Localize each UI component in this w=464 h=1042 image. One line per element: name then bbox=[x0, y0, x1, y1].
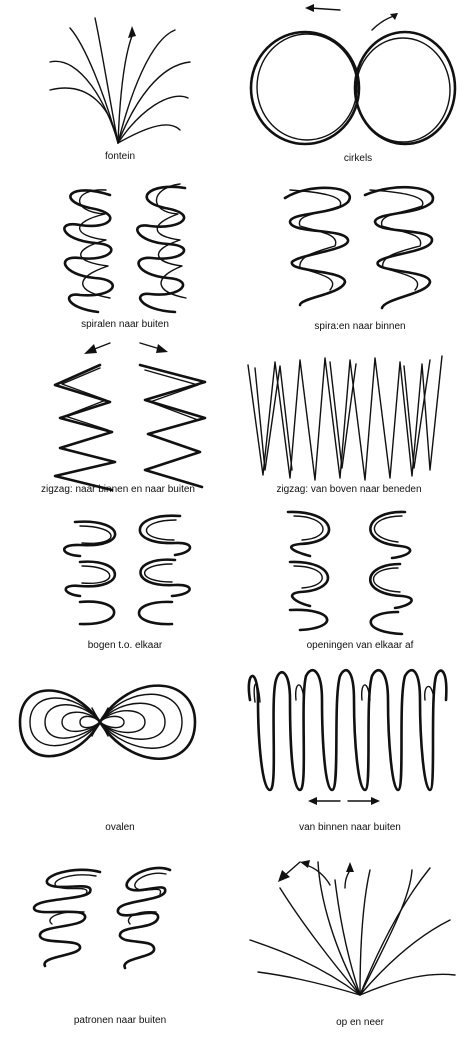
inside-out-pattern bbox=[249, 670, 446, 805]
arcs-facing-pattern bbox=[64, 516, 190, 624]
label-spiralen-naar-binnen: spira:en naar binnen bbox=[275, 321, 445, 333]
spirals-outward-pattern bbox=[64, 184, 186, 312]
openings-apart-pattern bbox=[288, 512, 412, 634]
label-zigzag-boven-beneden: zigzag: van boven naar beneden bbox=[236, 484, 462, 496]
zigzag-in-out-pattern bbox=[55, 343, 205, 490]
ovals-pattern bbox=[20, 686, 195, 759]
zigzag-top-down-pattern bbox=[248, 356, 442, 480]
label-openingen: openingen van elkaar af bbox=[270, 640, 450, 652]
label-bogen: bogen t.o. elkaar bbox=[40, 640, 210, 652]
patterns-outward-pattern bbox=[34, 868, 170, 968]
spirals-inward-pattern bbox=[285, 187, 433, 308]
label-op-en-neer: op en neer bbox=[300, 1017, 420, 1029]
up-and-down-pattern bbox=[250, 860, 455, 995]
circles-pattern bbox=[251, 4, 455, 144]
label-ovalen: ovalen bbox=[60, 822, 180, 834]
label-fontein: fontein bbox=[60, 151, 180, 163]
label-cirkels: cirkels bbox=[298, 153, 418, 165]
label-zigzag-binnen-buiten: zigzag: naar binnen en naar buiten bbox=[0, 484, 236, 496]
label-spiralen-naar-buiten: spiralen naar buiten bbox=[40, 319, 210, 331]
fountain-pattern bbox=[50, 18, 190, 143]
label-van-binnen-naar-buiten: van binnen naar buiten bbox=[260, 822, 440, 834]
label-patronen-naar-buiten: patronen naar buiten bbox=[35, 1015, 205, 1027]
